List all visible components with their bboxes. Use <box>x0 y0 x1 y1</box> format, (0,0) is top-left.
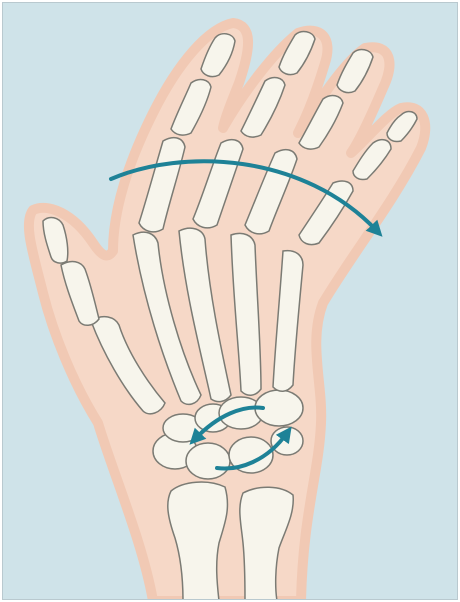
lunate-bone <box>186 443 230 479</box>
hand-skeleton-illustration <box>3 3 458 600</box>
